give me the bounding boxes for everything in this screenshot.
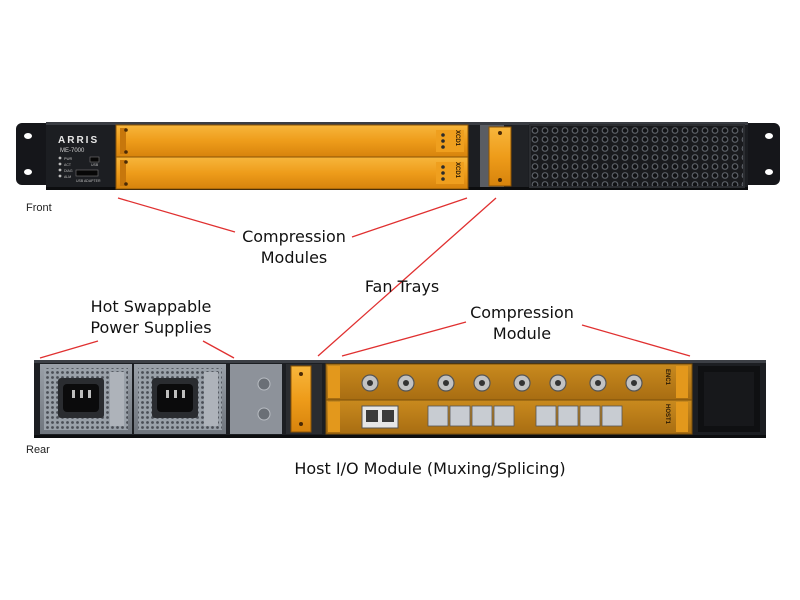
front-compression-module-1: XCD1 [115,124,469,158]
led-act [58,162,62,166]
callout-power-supplies-line2: Power Supplies [90,318,212,337]
callout-compression-modules-line2: Modules [260,248,328,267]
model-label: ME-7000 [60,148,85,154]
sfp-cage[interactable] [471,405,493,427]
rear-blank-plate [230,364,282,434]
led-label-pwr: PWR [64,157,73,161]
module-tag-host1: HOST1 [664,404,670,425]
callout-compression-modules: Compression Modules [224,226,364,268]
callout-line-compression-module [581,324,691,357]
front-compression-module-2: XCD1 [115,156,469,190]
sfp-cage[interactable] [579,405,601,427]
callout-line-compression-modules [351,197,468,238]
callout-line-compression-modules [117,197,236,233]
front-fan-tray [480,125,528,187]
host-io-module: HOST1 [325,399,693,435]
module-led [441,171,445,175]
callout-line-power-supplies [202,340,235,359]
rear-fan-tray [286,364,322,434]
callout-compression-module: Compression Module [452,302,592,344]
rear-label: Rear [26,444,50,456]
front-rack-ear-left-hole [24,169,32,175]
sfp-cage[interactable] [493,405,515,427]
module-tag-xcd1: XCD1 [454,162,460,179]
front-control-panel: ARRIS ME-7000 PWR ACT DIAG ALM USB USB A… [58,135,101,183]
callout-power-supplies-line1: Hot Swappable [90,297,212,316]
callout-host-io-module: Host I/O Module (Muxing/Splicing) [294,459,566,478]
sfp-cage[interactable] [427,405,449,427]
rear-chassis: ENC1 HOST1 [34,360,766,438]
led-label-alm: ALM [64,175,71,179]
brand-logo: ARRIS [58,135,99,146]
usb-label: USB [91,163,99,167]
led-pwr [58,156,62,160]
module-led [441,133,445,137]
module-led [441,165,445,169]
callout-compression-module-line1: Compression [470,303,574,322]
usb-port[interactable] [89,156,100,163]
led-diag [58,168,62,172]
module-led [441,145,445,149]
callout-power-supplies: Hot Swappable Power Supplies [66,296,236,338]
callout-compression-module-line2: Module [492,324,552,343]
usb-adapter-port[interactable] [75,169,99,177]
sfp-cage[interactable] [449,405,471,427]
front-rack-ear-right-hole [765,133,773,139]
callout-line-fan-trays [317,197,497,357]
callout-lines [39,197,691,359]
front-rack-ear-right-hole [765,169,773,175]
led-label-diag: DIAG [64,169,73,173]
callout-compression-modules-line1: Compression [242,227,346,246]
front-rack-ear-left [16,123,54,185]
sfp-cage[interactable] [535,405,557,427]
led-alm [58,174,62,178]
module-led [441,177,445,181]
front-rack-ear-left-hole [24,133,32,139]
module-tag-xcd1: XCD1 [454,130,460,147]
sfp-cage[interactable] [557,405,579,427]
power-supply-1 [40,364,132,434]
front-fan-grille [530,125,744,187]
callout-line-compression-module [341,321,467,357]
front-chassis: ARRIS ME-7000 PWR ACT DIAG ALM USB USB A… [16,122,780,190]
callout-line-power-supplies [39,340,99,359]
led-label-act: ACT [64,163,72,167]
front-label: Front [26,202,52,214]
module-tag-enc1: ENC1 [664,369,670,386]
callout-fan-trays: Fan Trays [364,277,440,296]
power-supply-2 [134,364,226,434]
module-led [441,139,445,143]
sfp-cage[interactable] [601,405,623,427]
rear-compression-module: ENC1 [325,363,693,401]
usb-adapter-label: USB ADAPTER [76,179,101,183]
